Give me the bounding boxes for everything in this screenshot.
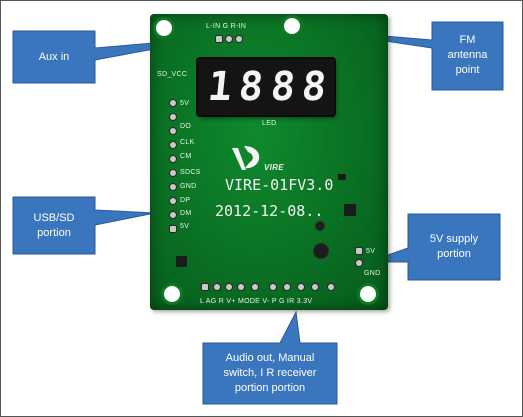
mount-hole-top-right [284,18,300,34]
silk-aux-header: L-IN G R-IN [206,23,247,30]
supply-5v-callout-box [367,213,501,281]
bottom-pin-pad [298,284,304,290]
silk-left-pin-5: SDCS [180,169,201,176]
audio-out-label: Audio out, Manual switch, I R receiver p… [223,352,317,394]
silk-left-pin-6: GND [180,183,197,190]
mount-hole-bottom-right [360,286,376,302]
bottom-pin-pad [328,284,334,290]
left-pin-pad [170,198,176,204]
usb-sd-header: 5V DO CLK CM SDCS GND DP DM 5V [168,100,200,240]
silk-left-pin-9: 5V [180,223,190,230]
mount-hole-top-left [156,20,172,36]
usb-sd-label: USB/SD portion [33,212,75,239]
left-pin-pad [170,114,176,120]
aux-pin-g [226,36,232,42]
board-model-text: VIRE-01FV3.0 [225,176,334,194]
bottom-pin-pad [270,284,276,290]
display-digit-2: 8 [236,64,266,110]
bottom-header [200,284,360,294]
supply-5v-label: 5V supply portion [429,233,479,260]
bottom-pin-pad [238,284,244,290]
aux-pin-l [216,36,222,42]
component-small-right [338,174,346,180]
bottom-pin-pad [312,284,318,290]
left-pin-pad [170,100,176,106]
left-pin-pad [170,212,176,218]
component-square-right [344,204,356,216]
bottom-pin-pad [202,284,208,290]
left-pin-pad [170,170,176,176]
silk-left-pin-3: CLK [180,139,195,146]
fm-antenna-label: FM antenna point [447,34,488,76]
usb-sd-callout-box [12,196,156,255]
bottom-pin-pad [214,284,220,290]
silk-left-pin-1: 5V [180,100,190,107]
vire-brand-text: VIRE [264,163,284,172]
bottom-pin-pad [226,284,232,290]
silk-bottom-header: L AG R V+ MODE V- P G IR 3.3V [200,298,313,305]
silk-left-pin-4: CM [180,153,192,160]
silk-led: LED [262,120,277,127]
vire-logo [232,146,260,170]
audio-out-callout-box [202,310,338,405]
left-pin-pad [170,184,176,190]
silk-left-pin-8: DM [180,210,192,217]
left-pin-pad [170,142,176,148]
crystal-pad [316,222,324,230]
ir-receiver-pad [314,244,328,258]
pcb-board: L-IN G R-IN SD_VCC 1 8 8 8 LED 5V DO CLK… [150,14,388,310]
supply-pin-5v [356,248,362,254]
display-digit-3: 8 [268,64,298,110]
seven-segment-display: 1 8 8 8 [198,59,334,115]
aux-in-label: Aux in [38,51,70,63]
silk-left-pin-2: DO [180,123,192,130]
silk-5v: 5V [366,248,376,255]
display-digit-4: 8 [299,64,329,110]
silk-gnd: GND [364,270,381,277]
display-digit-1: 1 [205,64,235,110]
left-pin-pad [170,226,176,232]
bottom-pin-pad [252,284,258,290]
board-date-text: 2012-12-08.. [215,202,324,220]
silk-sd-vcc: SD_VCC [157,71,188,78]
mount-hole-bottom-left [164,286,180,302]
left-pin-pad [170,156,176,162]
supply-pin-gnd [356,260,362,266]
bottom-pin-pad [284,284,290,290]
fm-antenna-callout-box [311,21,504,91]
component-square-left [176,256,187,267]
aux-pin-r [236,36,242,42]
left-pin-pad [170,128,176,134]
silk-left-pin-7: DP [180,197,191,204]
